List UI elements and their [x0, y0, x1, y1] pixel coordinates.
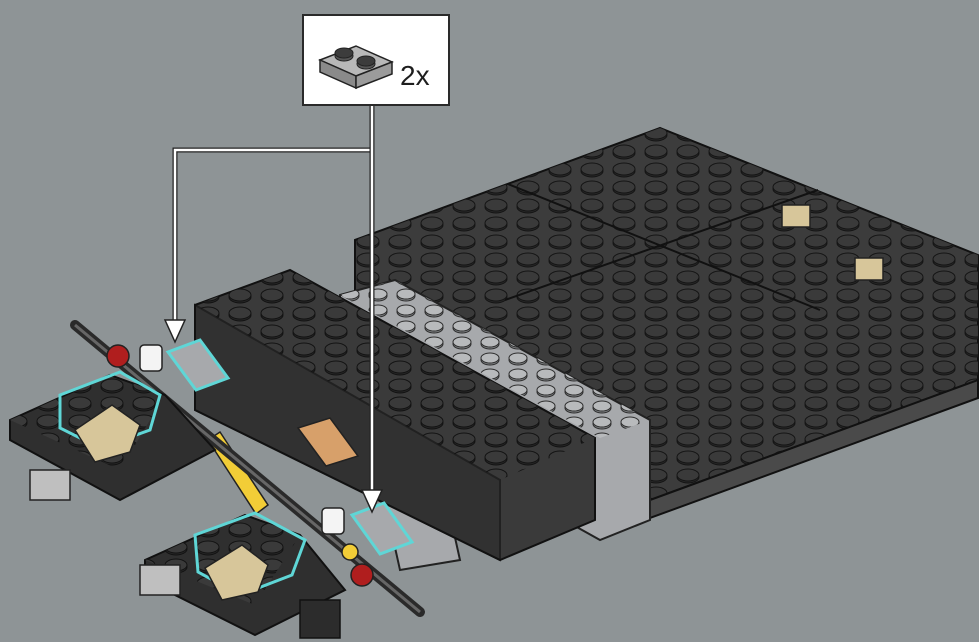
- wing-upper: [9, 370, 217, 502]
- parts-callout: 2x: [302, 14, 450, 106]
- placed-plate-1: [165, 338, 231, 392]
- wing-lower: [139, 511, 347, 639]
- placement-arrows: [163, 106, 384, 514]
- tan-tile: [296, 417, 360, 467]
- plate-1x2-icon: [318, 45, 394, 90]
- tan-studs: [781, 204, 884, 281]
- red-connectors: [106, 344, 374, 587]
- dark-plate-middle: [194, 268, 596, 562]
- arrow-head-right: [360, 489, 384, 514]
- white-clips: [139, 344, 345, 535]
- quantity-label: 2x: [400, 60, 430, 91]
- arrow-head-left: [163, 319, 187, 344]
